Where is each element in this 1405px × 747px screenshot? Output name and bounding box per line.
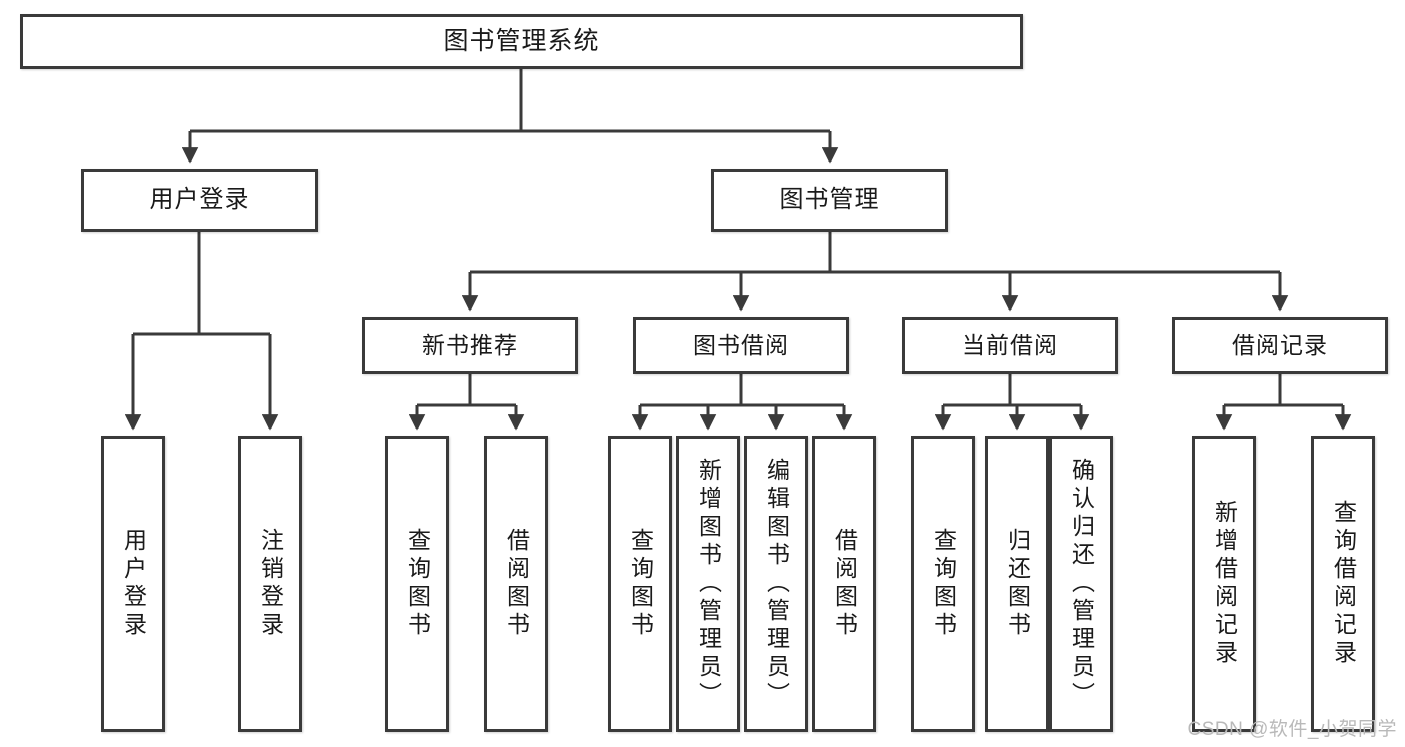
node-level2-1[interactable]: 图书借阅 xyxy=(633,317,849,374)
node-leaf-11-label: 新增借阅记录 xyxy=(1211,500,1238,668)
node-leaf-12[interactable]: 查询借阅记录 xyxy=(1311,436,1375,732)
node-leaf-3-label: 借阅图书 xyxy=(503,528,530,640)
node-leaf-2[interactable]: 查询图书 xyxy=(385,436,449,732)
node-root-label: 图书管理系统 xyxy=(443,26,600,55)
node-leaf-0[interactable]: 用户登录 xyxy=(101,436,165,732)
node-leaf-3[interactable]: 借阅图书 xyxy=(484,436,548,732)
node-level2-0[interactable]: 新书推荐 xyxy=(362,317,578,374)
node-leaf-10-label: 确认归还（管理员） xyxy=(1068,458,1095,710)
node-level2-3[interactable]: 借阅记录 xyxy=(1172,317,1388,374)
node-leaf-2-label: 查询图书 xyxy=(404,528,431,640)
node-leaf-1[interactable]: 注销登录 xyxy=(238,436,302,732)
node-leaf-9[interactable]: 归还图书 xyxy=(985,436,1049,732)
node-leaf-0-label: 用户登录 xyxy=(120,528,147,640)
node-leaf-1-label: 注销登录 xyxy=(257,528,284,640)
node-leaf-11[interactable]: 新增借阅记录 xyxy=(1192,436,1256,732)
node-level1-0-label: 用户登录 xyxy=(149,186,250,214)
node-level1-0[interactable]: 用户登录 xyxy=(81,169,318,232)
node-leaf-5[interactable]: 新增图书（管理员） xyxy=(676,436,740,732)
node-leaf-4[interactable]: 查询图书 xyxy=(608,436,672,732)
node-leaf-7-label: 借阅图书 xyxy=(831,528,858,640)
node-leaf-9-label: 归还图书 xyxy=(1004,528,1031,640)
node-level2-1-label: 图书借阅 xyxy=(693,331,789,358)
node-leaf-5-label: 新增图书（管理员） xyxy=(695,458,722,710)
node-leaf-12-label: 查询借阅记录 xyxy=(1330,500,1357,668)
csdn-watermark: CSDN @软件_小贺同学 xyxy=(1187,719,1397,740)
node-leaf-7[interactable]: 借阅图书 xyxy=(812,436,876,732)
node-leaf-10[interactable]: 确认归还（管理员） xyxy=(1049,436,1113,732)
node-root[interactable]: 图书管理系统 xyxy=(20,14,1023,69)
node-level2-3-label: 借阅记录 xyxy=(1232,331,1328,358)
node-level2-0-label: 新书推荐 xyxy=(422,331,518,358)
node-level1-1-label: 图书管理 xyxy=(779,186,880,214)
node-leaf-6[interactable]: 编辑图书（管理员） xyxy=(744,436,808,732)
node-leaf-8[interactable]: 查询图书 xyxy=(911,436,975,732)
node-level1-1[interactable]: 图书管理 xyxy=(711,169,948,232)
node-level2-2[interactable]: 当前借阅 xyxy=(902,317,1118,374)
node-leaf-4-label: 查询图书 xyxy=(627,528,654,640)
node-leaf-6-label: 编辑图书（管理员） xyxy=(763,458,790,710)
node-level2-2-label: 当前借阅 xyxy=(962,331,1058,358)
node-leaf-8-label: 查询图书 xyxy=(930,528,957,640)
